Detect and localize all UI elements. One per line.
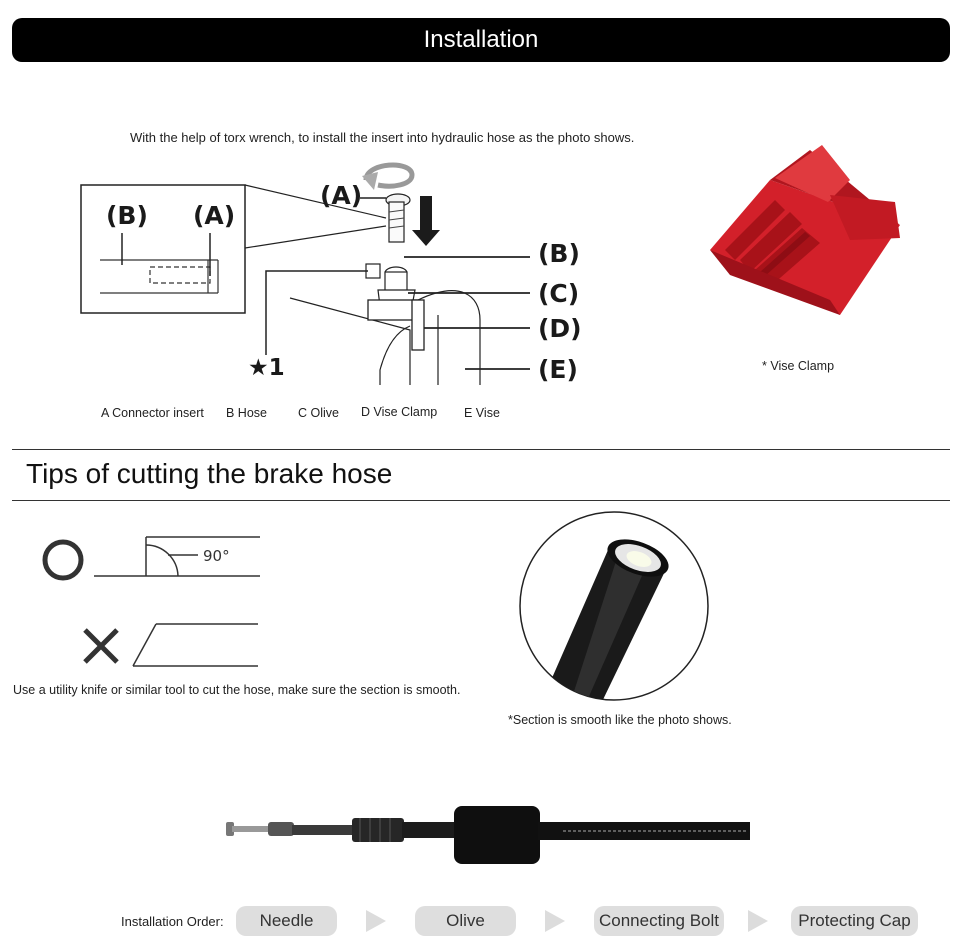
legend-a: A Connector insert bbox=[101, 406, 204, 420]
label-d: (D) bbox=[538, 314, 582, 343]
label-b: (B) bbox=[538, 239, 580, 268]
arrow-right-icon bbox=[545, 910, 565, 932]
legend-e: E Vise bbox=[464, 406, 500, 420]
label-c: (C) bbox=[538, 279, 580, 308]
legend-d: D Vise Clamp bbox=[361, 405, 438, 419]
label-a: (A) bbox=[320, 181, 363, 210]
inset-label-a: (A) bbox=[193, 201, 236, 230]
vise-clamp-caption: * Vise Clamp bbox=[762, 359, 835, 373]
legend-c: C Olive bbox=[298, 406, 339, 420]
section-rule-bottom bbox=[12, 500, 950, 501]
inset-label-b: (B) bbox=[106, 201, 148, 230]
label-star-1: ★1 bbox=[248, 355, 285, 381]
installation-diagram bbox=[80, 162, 530, 385]
section-banner-installation: Installation bbox=[12, 18, 950, 62]
hose-section-photo bbox=[519, 511, 709, 701]
circle-icon bbox=[42, 539, 84, 581]
inset-leader-top bbox=[244, 184, 387, 219]
installation-instruction: With the help of torx wrench, to install… bbox=[130, 130, 635, 145]
vise-clamp-photo bbox=[710, 145, 900, 315]
vise-body-right bbox=[417, 290, 481, 385]
tips-instruction: Use a utility knife or similar tool to c… bbox=[13, 683, 461, 697]
tips-title: Tips of cutting the brake hose bbox=[26, 458, 393, 489]
order-step-needle: Needle bbox=[236, 906, 337, 936]
rotate-arrow-icon bbox=[363, 162, 415, 189]
cable-assembly-photo bbox=[226, 806, 750, 864]
order-step-olive: Olive bbox=[415, 906, 516, 936]
section-rule-top bbox=[12, 449, 950, 450]
arrow-right-icon bbox=[748, 910, 768, 932]
label-e: (E) bbox=[538, 355, 578, 384]
order-step-protecting-cap: Protecting Cap bbox=[791, 906, 918, 936]
order-step-connecting-bolt: Connecting Bolt bbox=[594, 906, 724, 936]
inset-box bbox=[80, 184, 246, 314]
banner-title: Installation bbox=[423, 26, 539, 53]
arrow-right-icon bbox=[366, 910, 386, 932]
cut-diagrams bbox=[42, 536, 260, 667]
down-arrow-icon bbox=[420, 196, 432, 232]
inset-leader-bottom bbox=[244, 225, 387, 249]
photo-caption: *Section is smooth like the photo shows. bbox=[508, 713, 732, 727]
vise-jaw-left bbox=[289, 297, 411, 385]
angle-label: 90° bbox=[203, 547, 230, 565]
order-label: Installation Order: bbox=[121, 914, 224, 929]
legend-b: B Hose bbox=[226, 406, 267, 420]
